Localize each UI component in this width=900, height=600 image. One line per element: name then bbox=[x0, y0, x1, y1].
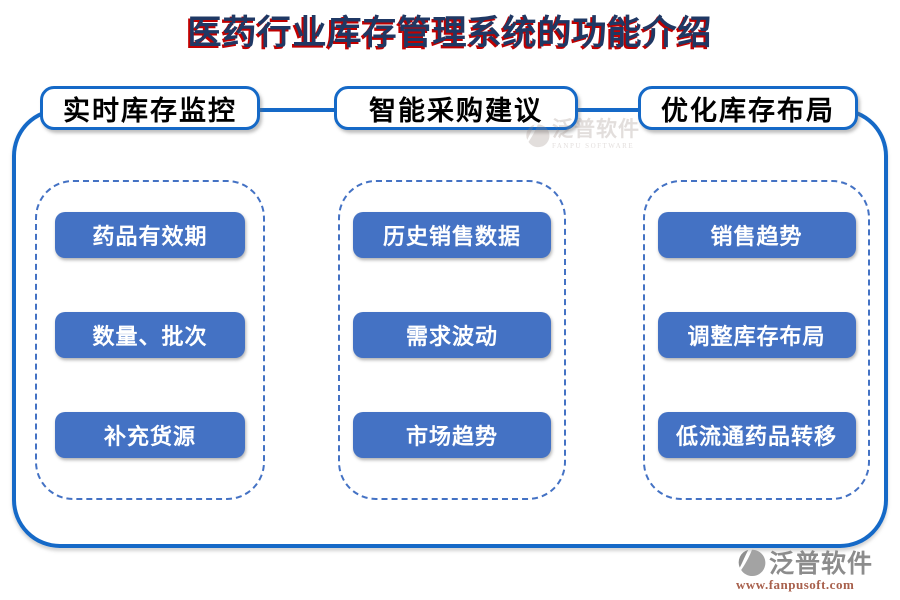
feature-node-market-trends: 市场趋势 bbox=[353, 412, 551, 458]
column-header-realtime-inventory-monitoring: 实时库存监控 bbox=[40, 86, 260, 130]
feature-group-layout-optimization: 销售趋势 调整库存布局 低流通药品转移 bbox=[643, 180, 870, 500]
brand-name: 泛普软件 bbox=[769, 551, 874, 578]
column-header-optimize-inventory-layout: 优化库存布局 bbox=[638, 86, 858, 130]
footer-brand: 泛普软件 www.fanpusoft.com bbox=[736, 544, 873, 593]
feature-group-realtime-monitoring: 药品有效期 数量、批次 补充货源 bbox=[35, 180, 265, 500]
column-header-label: 智能采购建议 bbox=[369, 95, 543, 126]
feature-node-demand-fluctuation: 需求波动 bbox=[353, 312, 551, 358]
feature-node-historical-sales-data: 历史销售数据 bbox=[353, 212, 551, 258]
feature-node-adjust-inventory-layout: 调整库存布局 bbox=[657, 312, 856, 358]
page-title: 医药行业库存管理系统的功能介绍 bbox=[187, 15, 713, 52]
feature-node-sales-trends: 销售趋势 bbox=[657, 212, 856, 258]
feature-node-drug-expiry: 药品有效期 bbox=[55, 212, 245, 258]
brand-url-link[interactable]: www.fanpusoft.com bbox=[736, 577, 855, 592]
feature-node-quantity-batch: 数量、批次 bbox=[55, 312, 245, 358]
column-header-label: 优化库存布局 bbox=[661, 95, 835, 126]
feature-node-low-turnover-drug-transfer: 低流通药品转移 bbox=[657, 412, 856, 458]
feature-group-smart-purchasing: 历史销售数据 需求波动 市场趋势 bbox=[338, 180, 566, 500]
column-header-label: 实时库存监控 bbox=[63, 95, 237, 126]
column-header-smart-purchasing-suggestions: 智能采购建议 bbox=[334, 86, 578, 130]
fanpu-logo-icon bbox=[738, 549, 766, 577]
feature-node-replenish-supply: 补充货源 bbox=[55, 412, 245, 458]
